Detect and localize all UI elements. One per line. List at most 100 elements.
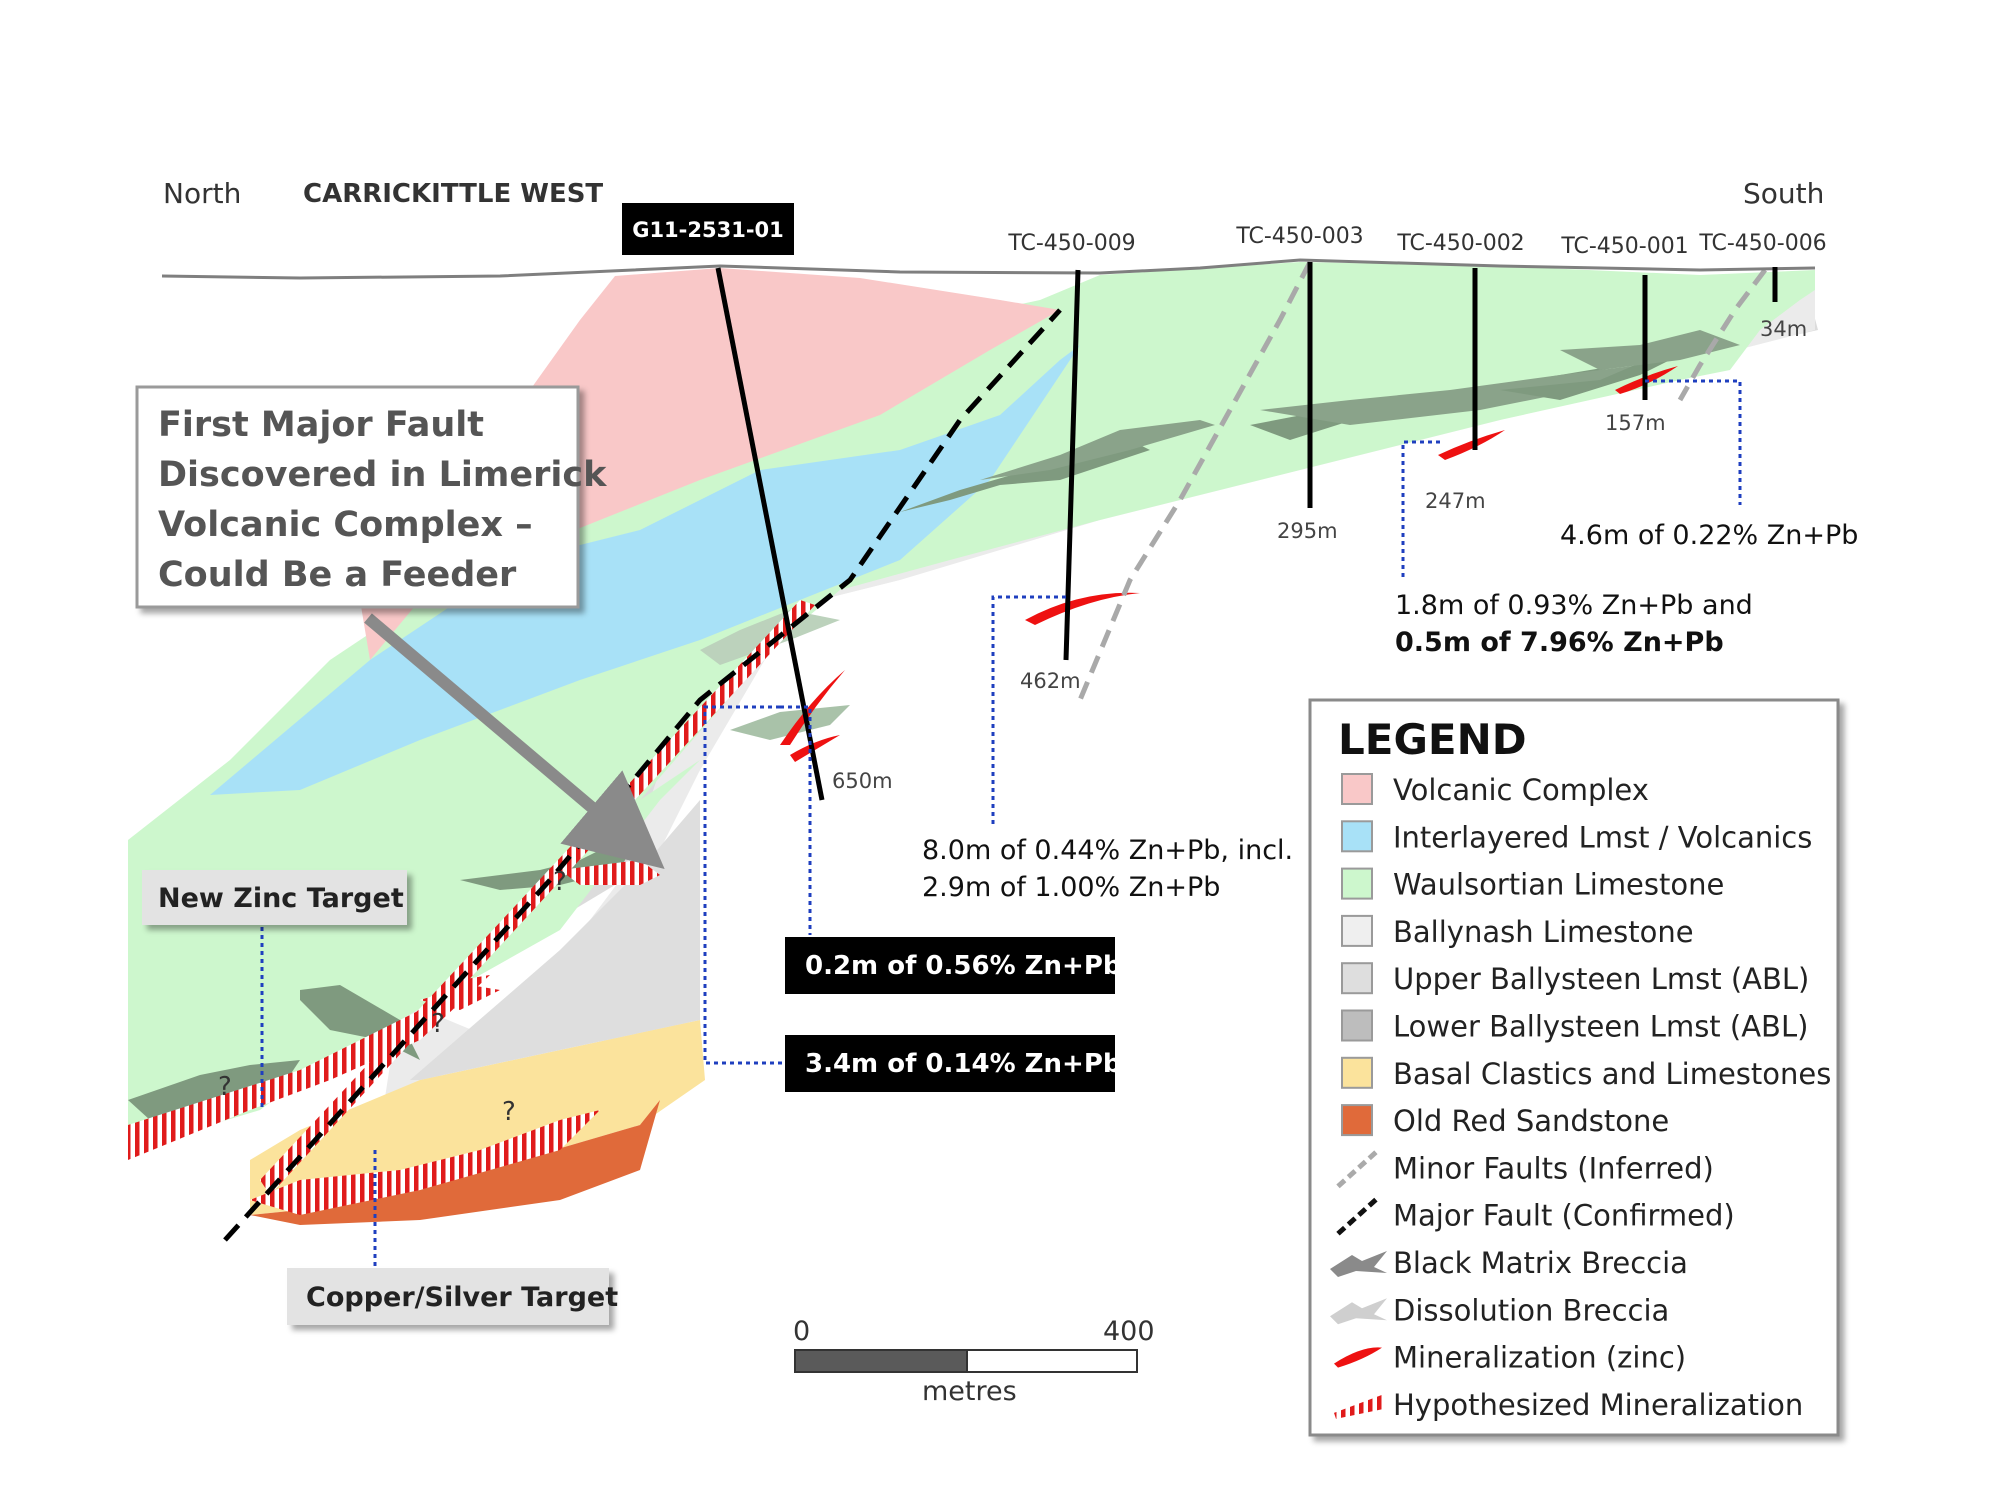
old-red-sandstone [250, 1100, 660, 1225]
zinc-mineralization-icon [1334, 1347, 1382, 1368]
legend-row: Major Fault (Confirmed) [1336, 1195, 1735, 1236]
zinc-lens-g11-b [790, 735, 840, 762]
legend-label: Upper Ballysteen Lmst (ABL) [1393, 962, 1809, 996]
depth-tc003: 295m [1277, 519, 1338, 543]
zinc-lens-tc002 [1438, 430, 1505, 460]
legend-label: Dissolution Breccia [1393, 1293, 1669, 1327]
drillhole-g11-2531-01 [715, 267, 825, 801]
legend-row: Upper Ballysteen Lmst (ABL) [1341, 962, 1809, 996]
dissolution-breccia-2 [730, 705, 850, 740]
minor-fault-icon [1336, 1148, 1380, 1189]
legend-label: Lower Ballysteen Lmst (ABL) [1393, 1010, 1808, 1044]
legend-box [1308, 698, 1840, 1437]
depth-tc006: 34m [1760, 317, 1807, 341]
legend-swatch [1341, 1009, 1373, 1042]
legend-label: Waulsortian Limestone [1393, 868, 1724, 902]
legend-row: Minor Faults (Inferred) [1336, 1148, 1714, 1189]
question-mark-4: ? [502, 1097, 516, 1127]
dissolution-breccia-icon [1330, 1298, 1387, 1325]
legend-swatch [1341, 867, 1373, 900]
basal-clastics [250, 1020, 705, 1215]
legend-row: Interlayered Lmst / Volcanics [1341, 820, 1812, 854]
zinc-lens-g11-a [780, 670, 845, 745]
drillhole-label-tc009: TC-450-009 [1007, 231, 1135, 256]
drillhole-label-tc001: TC-450-001 [1560, 234, 1688, 259]
depth-g11: 650m [832, 769, 893, 793]
black-matrix-breccia-icon [1330, 1251, 1387, 1277]
copper-target-label: Copper/Silver Target [306, 1282, 618, 1313]
scale-max-label: 400 [1103, 1316, 1155, 1347]
legend-label: Interlayered Lmst / Volcanics [1393, 820, 1812, 854]
legend-row: Dissolution Breccia [1330, 1293, 1669, 1327]
scale-units-label: metres [922, 1376, 1017, 1407]
callout-box [135, 385, 580, 609]
legend-swatch [1341, 820, 1373, 853]
scale-bar: 0 400 metres [793, 1316, 1155, 1407]
drillhole-label-tc002: TC-450-002 [1396, 231, 1524, 256]
legend-title: LEGEND [1338, 715, 1527, 764]
black-matrix-breccia-6 [1560, 330, 1740, 370]
drillhole-tc-450-009 [1063, 269, 1081, 661]
legend-row: Lower Ballysteen Lmst (ABL) [1341, 1009, 1808, 1044]
legend-swatch [1341, 962, 1373, 995]
legend-row: Black Matrix Breccia [1330, 1246, 1688, 1280]
zinc-target-box [142, 870, 407, 925]
faults [223, 260, 1767, 1242]
legend-row: Volcanic Complex [1341, 773, 1649, 807]
legend-row: Hypothesized Mineralization [1334, 1388, 1803, 1422]
major-fault [223, 308, 1062, 1242]
leader-tc001 [1645, 379, 1742, 505]
leader-lines [260, 379, 1742, 1268]
assay-box-1 [785, 937, 1115, 994]
upper-ballysteen-wedge [410, 800, 700, 1080]
drillhole-label-tc006: TC-450-006 [1698, 231, 1826, 256]
hypo-min-4 [250, 1110, 600, 1215]
assay-tc009-line2: 2.9m of 1.00% Zn+Pb [922, 872, 1220, 903]
legend-label: Black Matrix Breccia [1393, 1246, 1688, 1280]
legend-label: Minor Faults (Inferred) [1393, 1151, 1714, 1185]
legend-label: Major Fault (Confirmed) [1393, 1199, 1735, 1233]
callout-arrow [364, 613, 665, 870]
legend-label: Mineralization (zinc) [1393, 1341, 1686, 1375]
scale-bar-light [966, 1349, 1138, 1373]
black-matrix-breccia-9 [128, 1060, 300, 1120]
scale-bar-dark [794, 1349, 968, 1373]
assay-box-2-text: 3.4m of 0.14% Zn+Pb [805, 1049, 1122, 1079]
assay-box-1-text: 0.2m of 0.56% Zn+Pb [805, 951, 1122, 981]
legend-row: Waulsortian Limestone [1341, 867, 1724, 902]
waulsortian-limestone [128, 262, 1815, 1150]
legend-label: Old Red Sandstone [1393, 1104, 1669, 1138]
zinc-lens-tc009 [1025, 592, 1140, 625]
depth-tc009: 462m [1020, 669, 1081, 693]
major-fault-icon [1336, 1195, 1380, 1236]
assay-tc002-line1: 1.8m of 0.93% Zn+Pb and [1395, 590, 1753, 621]
black-matrix-breccia-4 [1260, 365, 1640, 425]
legend-label: Ballynash Limestone [1393, 915, 1694, 949]
black-matrix-breccia-3 [1250, 355, 1680, 440]
callout-line-3: Volcanic Complex – [158, 505, 533, 545]
question-mark-3: ? [218, 1072, 232, 1102]
leader-tc009 [991, 595, 1066, 825]
callout-line-1: First Major Fault [158, 405, 484, 445]
fault-callout: First Major Fault Discovered in Limerick… [135, 385, 665, 870]
black-matrix-breccia-2 [980, 420, 1215, 480]
copper-target-box [287, 1268, 609, 1325]
legend-label: Hypothesized Mineralization [1393, 1388, 1803, 1422]
assay-box-2 [785, 1035, 1115, 1092]
hypo-min-1 [128, 975, 490, 1160]
assay-tc001-line1: 4.6m of 0.22% Zn+Pb [1560, 520, 1858, 551]
assay-tc009-line1: 8.0m of 0.44% Zn+Pb, incl. [922, 835, 1293, 866]
legend-swatch [1341, 1056, 1373, 1089]
leader-box1 [780, 705, 812, 935]
legend-row: Old Red Sandstone [1341, 1104, 1669, 1138]
legend-row: Basal Clastics and Limestones [1341, 1056, 1831, 1091]
north-label: North [163, 177, 241, 210]
legend-row: Ballynash Limestone [1341, 914, 1694, 949]
callout-line-2: Discovered in Limerick [158, 455, 607, 495]
question-mark-2: ? [431, 1009, 445, 1039]
legend-swatch [1341, 773, 1373, 805]
drillhole-label-box-g11 [622, 203, 794, 255]
ground-surface [161, 258, 1816, 280]
